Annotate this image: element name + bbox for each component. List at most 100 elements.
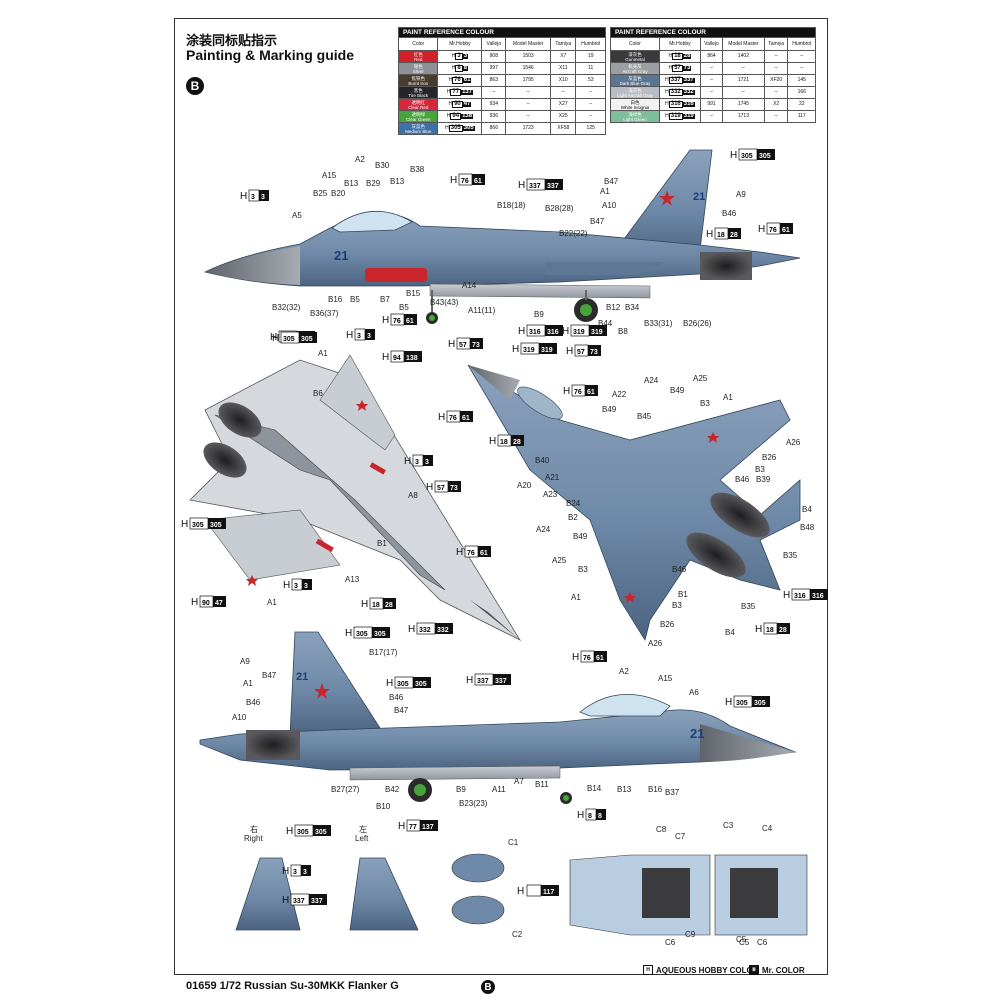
- wing-root: [545, 262, 665, 275]
- callout-label: A10: [602, 201, 617, 210]
- svg-text:305: 305: [283, 336, 295, 343]
- svg-text:305: 305: [736, 700, 748, 707]
- engine-nozzle: [700, 252, 752, 280]
- right-fin-outer: [235, 857, 301, 931]
- callout-label: B42: [385, 785, 400, 794]
- svg-text:3: 3: [415, 459, 419, 466]
- callout-label: A26: [786, 438, 801, 447]
- canopy-top: [517, 386, 563, 420]
- callout-label: A9: [736, 190, 746, 199]
- upper-planform: [467, 364, 801, 642]
- callout-label: B46: [246, 698, 261, 707]
- cockpit-callout: C5: [736, 935, 747, 944]
- callout-label: B8: [618, 327, 628, 336]
- svg-text:305: 305: [315, 829, 327, 836]
- svg-text:76: 76: [393, 318, 401, 325]
- svg-text:H: H: [346, 330, 353, 341]
- callout-label: A5: [292, 211, 302, 220]
- svg-text:H: H: [456, 547, 463, 558]
- svg-text:3: 3: [357, 333, 361, 340]
- engine-nacelles: [214, 414, 446, 591]
- svg-text:18: 18: [372, 602, 380, 609]
- callout-label: B26: [660, 620, 675, 629]
- svg-text:73: 73: [450, 485, 458, 492]
- svg-text:H: H: [191, 597, 198, 608]
- svg-text:76: 76: [461, 178, 469, 185]
- svg-text:H: H: [386, 678, 393, 689]
- svg-text:3: 3: [294, 583, 298, 590]
- callout-label: B29: [366, 179, 381, 188]
- engine-top-1: [710, 492, 770, 538]
- fin-label-left-cn: 左: [359, 824, 367, 834]
- svg-text:319: 319: [523, 347, 535, 354]
- callout-label: B23(23): [459, 799, 488, 808]
- svg-text:H: H: [562, 326, 569, 337]
- callout-label: A1: [318, 349, 328, 358]
- svg-text:H: H: [518, 326, 525, 337]
- svg-text:H: H: [563, 386, 570, 397]
- callout-label: B17(17): [369, 648, 398, 657]
- callout-label: B33(31): [644, 319, 673, 328]
- callout-label: B27(27): [331, 785, 360, 794]
- engine-nozzle-right: [218, 402, 262, 438]
- svg-text:3: 3: [304, 583, 308, 590]
- callout-label: B48: [800, 523, 815, 532]
- callout-label: B5: [399, 303, 409, 312]
- svg-text:H: H: [282, 866, 289, 877]
- callout-label: B44: [598, 319, 613, 328]
- svg-text:28: 28: [513, 439, 521, 446]
- legend-hobby-text: AQUEOUS HOBBY COLOR: [656, 965, 759, 975]
- callout-label: A15: [658, 674, 673, 683]
- svg-text:3: 3: [293, 869, 297, 876]
- svg-text:H: H: [272, 333, 279, 344]
- callout-label: B4: [802, 505, 812, 514]
- svg-text:28: 28: [730, 232, 738, 239]
- callout-label: B14: [587, 784, 602, 793]
- callout-label: A20: [517, 481, 532, 490]
- callout-label: B7: [380, 295, 390, 304]
- footer-letter-badge: B: [481, 980, 495, 994]
- callout-label: B28(28): [545, 204, 574, 213]
- callout-label: B16: [648, 785, 663, 794]
- side-view-left-facing: 21 21: [203, 149, 801, 324]
- callout-label: A7: [514, 777, 524, 786]
- svg-text:H: H: [783, 590, 790, 601]
- radome: [205, 246, 300, 285]
- callout-label: A25: [552, 556, 567, 565]
- callout-label: B46: [672, 565, 687, 574]
- cockpit-callout: C2: [512, 930, 523, 939]
- svg-text:316: 316: [547, 329, 559, 336]
- cockpit-details: [451, 853, 808, 936]
- svg-text:61: 61: [474, 178, 482, 185]
- svg-text:47: 47: [215, 600, 223, 607]
- svg-text:28: 28: [385, 602, 393, 609]
- legend-mr-mark: Ⅲ: [749, 965, 759, 975]
- footer-product: 01659 1/72 Russian Su-30MKK Flanker G: [186, 980, 399, 992]
- radome-2: [700, 724, 795, 762]
- svg-text:305: 305: [192, 522, 204, 529]
- svg-text:305: 305: [297, 829, 309, 836]
- callout-label: B13: [617, 785, 632, 794]
- svg-text:H: H: [489, 436, 496, 447]
- paint-code-humbrol: 125: [575, 122, 606, 135]
